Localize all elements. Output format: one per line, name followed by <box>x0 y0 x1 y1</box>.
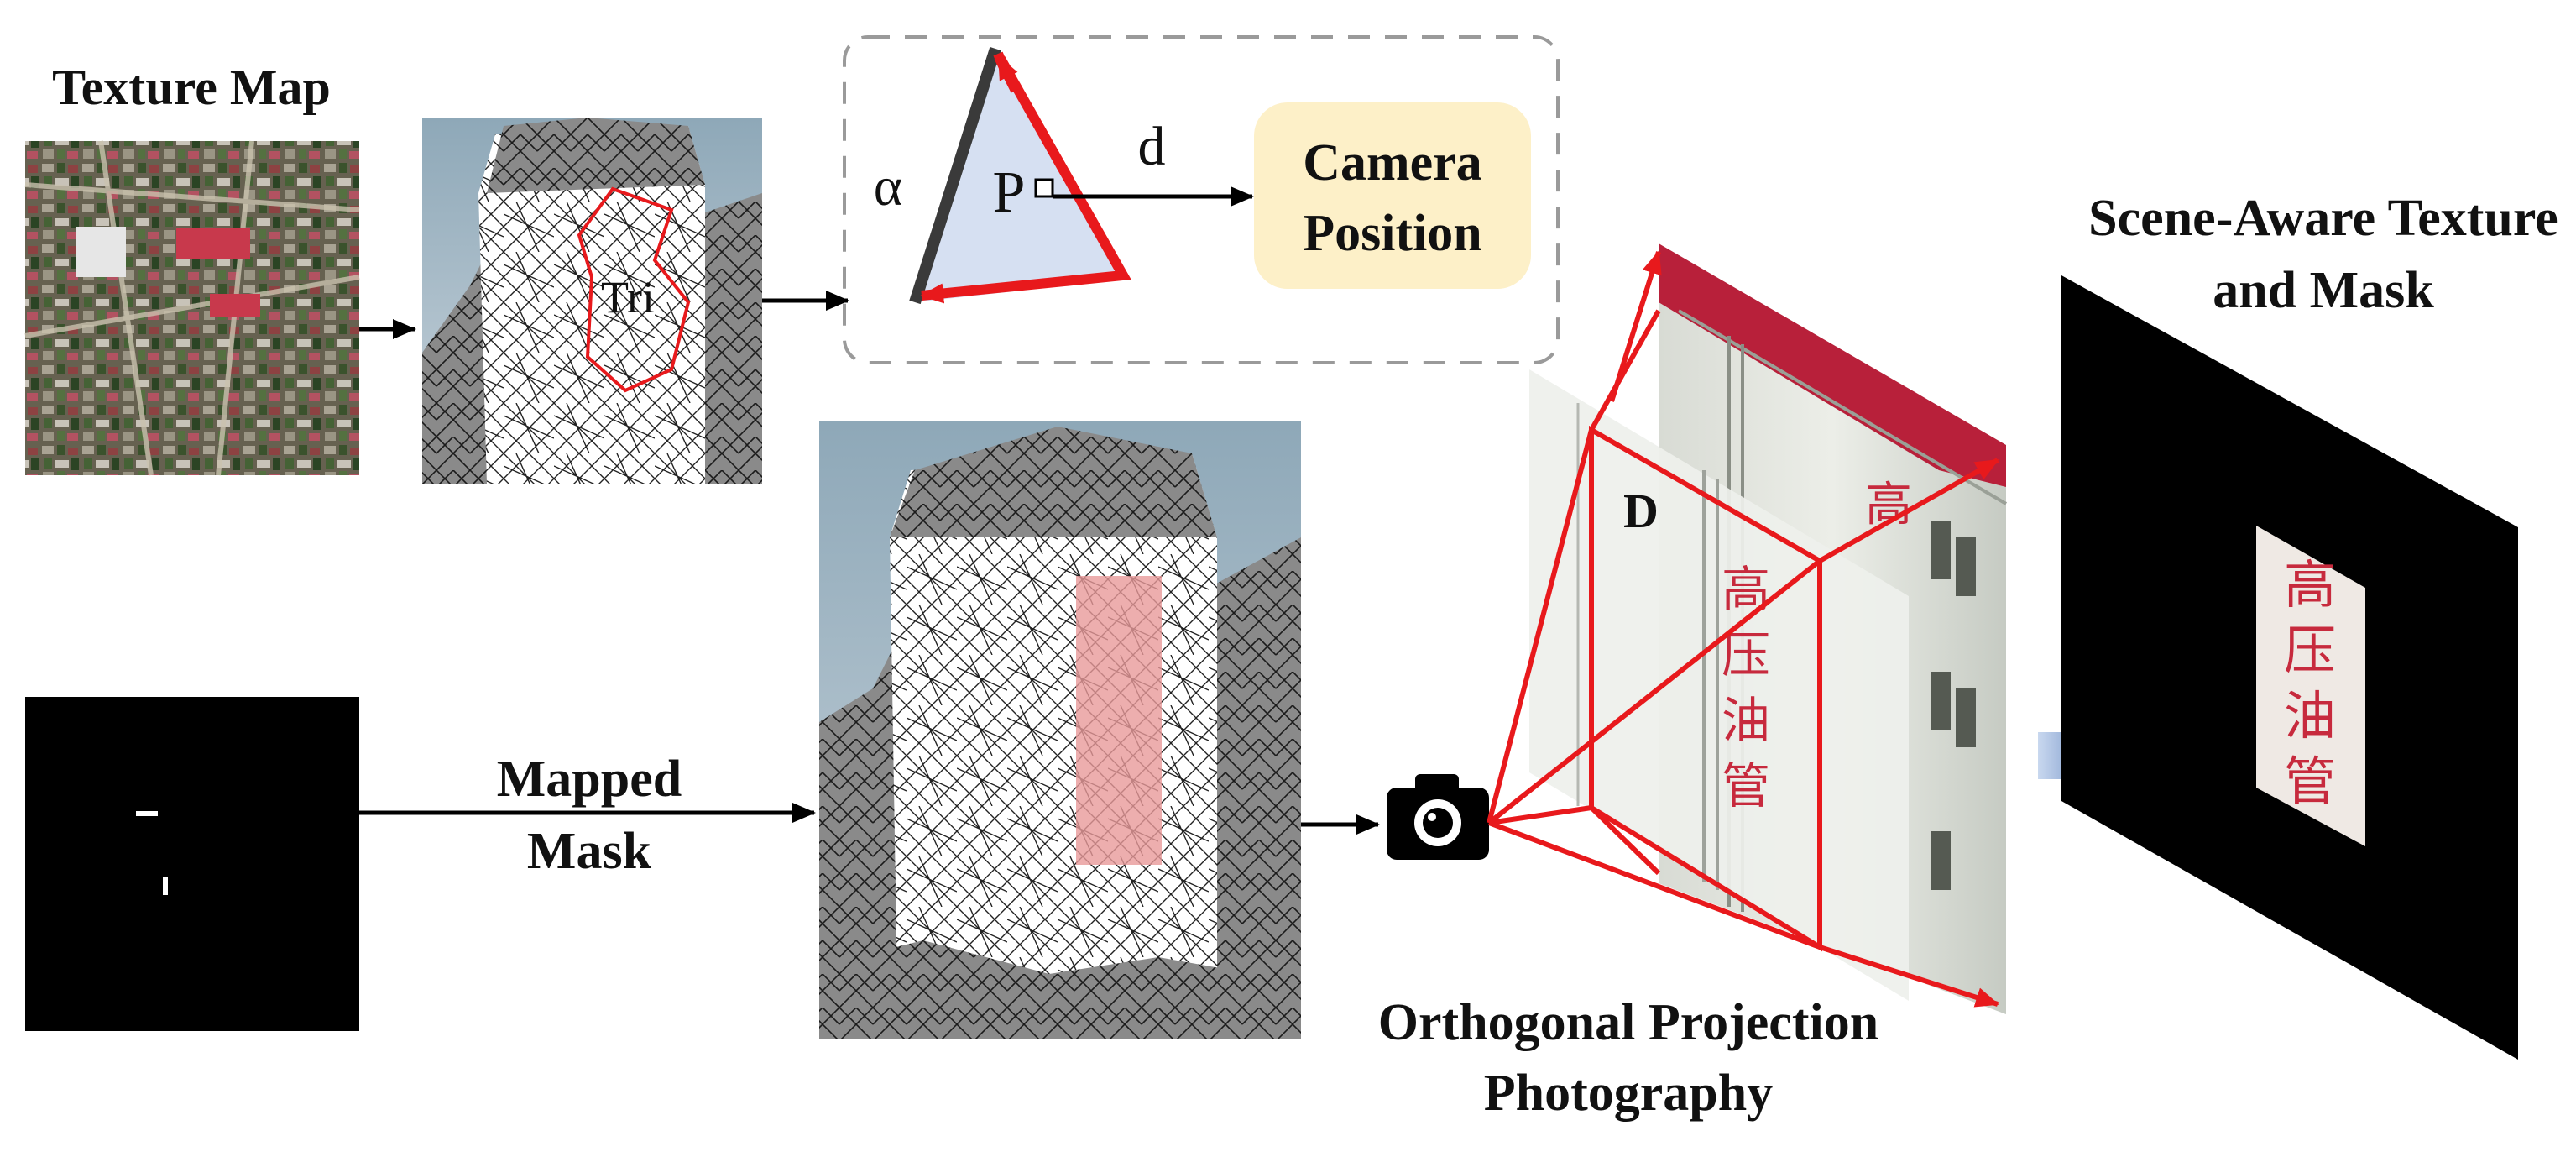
texture-map-title: Texture Map <box>52 60 331 115</box>
point-p-marker <box>1034 178 1054 198</box>
output-sign-char-4: 管 <box>2284 751 2336 812</box>
mesh-building-top-image <box>422 118 762 484</box>
depth-d-label: D <box>1623 484 1659 538</box>
point-p-label: P <box>993 160 1026 225</box>
mapped-mask-line1: Mapped <box>497 751 682 808</box>
sign-char-4: 管 <box>1722 757 1770 814</box>
output-sign-char-1: 高 <box>2284 554 2336 615</box>
sign-char-2: 压 <box>1722 626 1770 683</box>
output-sign-char-3: 油 <box>2284 685 2336 746</box>
triangle-panel-frame <box>843 35 1560 364</box>
triangle-red-edge <box>920 56 1131 304</box>
mesh-building-mapped-image <box>819 421 1301 1039</box>
output-title-line1: Scene-Aware Texture <box>2088 190 2558 247</box>
mask-mark-vertical <box>163 877 168 895</box>
mask-image <box>25 697 359 1031</box>
projection-rays <box>1487 250 1999 1008</box>
projection-caption-line2: Photography <box>1484 1065 1773 1122</box>
output-sign-char-2: 压 <box>2284 620 2336 681</box>
sign-char-3: 油 <box>1722 692 1770 749</box>
camera-position-box <box>1254 102 1531 289</box>
mask-mark-horizontal <box>136 811 158 816</box>
triangle-shape <box>909 46 1131 305</box>
output-sign-texture: 高 压 油 管 <box>2256 526 2365 846</box>
alpha-label: α <box>874 156 903 217</box>
camera-position-line2: Position <box>1303 205 1482 262</box>
texture-map-image <box>24 140 360 476</box>
mapped-mask-highlight <box>1076 576 1162 865</box>
sign-char-1: 高 <box>1722 561 1770 618</box>
projection-caption-line1: Orthogonal Projection <box>1378 994 1878 1051</box>
projection-sign-text: 高 压 油 管 高 <box>1722 478 1912 814</box>
projection-front-photo <box>1529 369 1909 1001</box>
mapped-mask-line2: Mask <box>527 823 652 880</box>
camera-icon <box>1387 774 1489 860</box>
distance-d-label: d <box>1138 116 1166 177</box>
triangle-tri-label: Tri <box>601 272 655 322</box>
camera-position-line1: Camera <box>1303 134 1481 191</box>
output-title-line2: and Mask <box>2213 262 2434 319</box>
